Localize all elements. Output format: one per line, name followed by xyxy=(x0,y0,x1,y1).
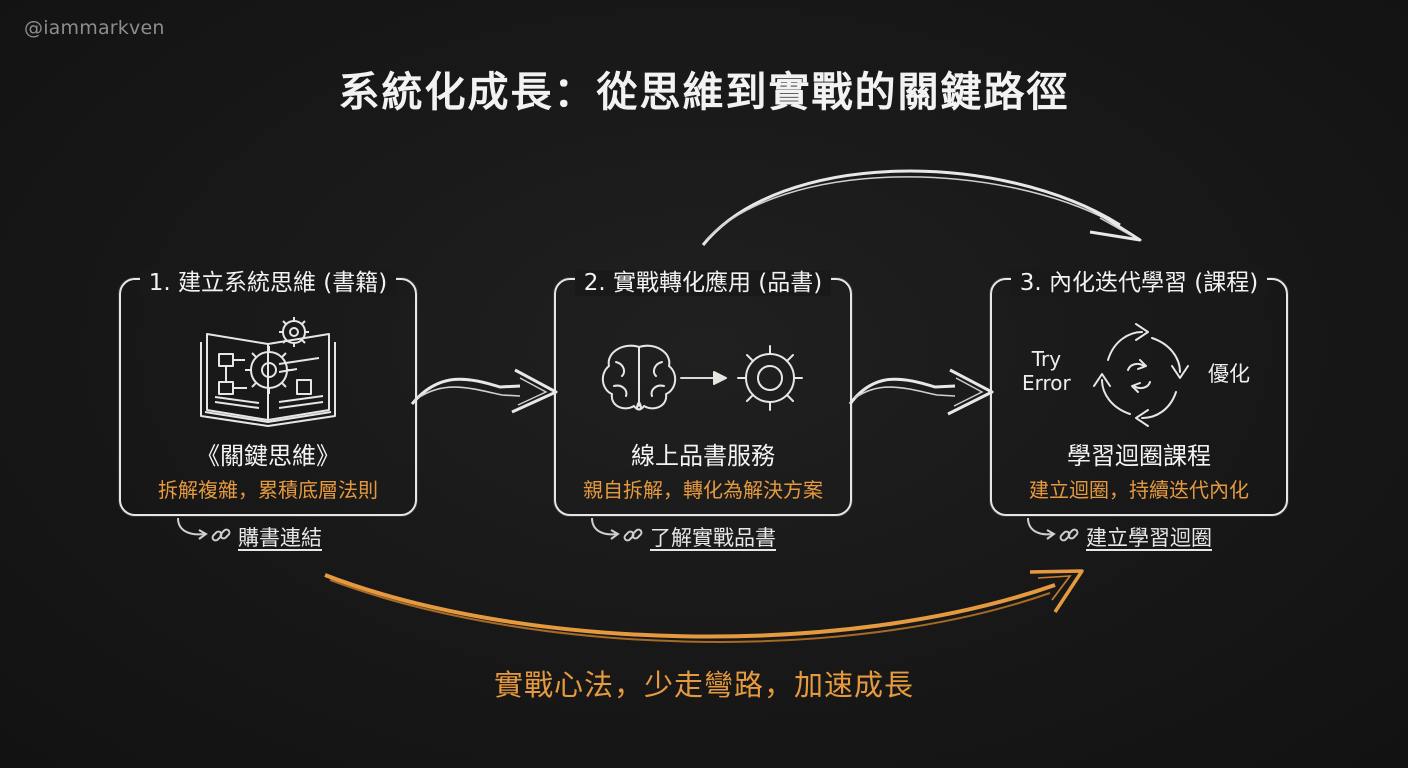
link-icon xyxy=(622,524,644,551)
step-2-name: 線上品書服務 xyxy=(631,442,775,470)
bottom-caption: 實戰心法，少走彎路，加速成長 xyxy=(493,668,914,702)
step-1-desc: 拆解複雜，累積底層法則 xyxy=(158,478,378,502)
step-2-desc: 親自拆解，轉化為解決方案 xyxy=(583,478,823,502)
book-gear-icon xyxy=(119,302,417,442)
hook-arrow-3 xyxy=(1027,517,1054,536)
watermark: @iammarkven xyxy=(24,17,165,39)
step-3-heading: 3. 內化迭代學習 (課程) xyxy=(990,263,1288,297)
step-3-name: 學習迴圈課程 xyxy=(1067,442,1211,470)
link-icon xyxy=(1058,524,1080,551)
cycle-arrows-icon xyxy=(990,302,1288,442)
hook-arrow-1 xyxy=(177,517,206,536)
step-1-heading: 1. 建立系統思維 (書籍) xyxy=(119,263,417,297)
arrow-1-to-2 xyxy=(410,368,558,414)
step-1-name: 《關鍵思維》 xyxy=(196,442,340,470)
link-learn-practice[interactable]: 了解實戰品書 xyxy=(622,522,776,552)
cycle-right-label: 優化 xyxy=(1208,362,1250,386)
brain-to-gear-icon xyxy=(554,302,852,442)
link-buy-book[interactable]: 購書連結 xyxy=(210,522,322,552)
step-3-desc: 建立迴圈，持續迭代內化 xyxy=(1029,478,1249,502)
arrow-2-to-3 xyxy=(848,368,994,416)
link-icon xyxy=(210,524,232,551)
step-2-heading: 2. 實戰轉化應用 (品書) xyxy=(554,263,852,297)
bottom-arc-arrow xyxy=(324,569,1084,643)
hook-arrow-2 xyxy=(591,517,618,536)
step-1-panel: 1. 建立系統思維 (書籍) xyxy=(119,270,417,516)
cycle-left-label: Try Error xyxy=(1022,347,1071,395)
step-2-panel: 2. 實戰轉化應用 (品書) 線上品書服務 親自拆解，轉化為解決方案 xyxy=(554,270,852,516)
page-title: 系統化成長：從思維到實戰的關鍵路徑 xyxy=(338,68,1070,116)
link-build-loop[interactable]: 建立學習迴圈 xyxy=(1058,522,1212,552)
step-3-panel: 3. 內化迭代學習 (課程) Try Error 優化 xyxy=(990,270,1288,516)
